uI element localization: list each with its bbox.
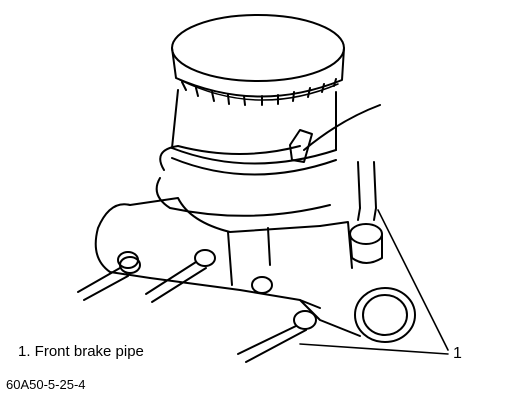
legend-front-brake-pipe: 1. Front brake pipe — [18, 343, 144, 360]
port-fitting-upper — [349, 207, 383, 264]
callout-number: 1 — [453, 345, 462, 362]
reservoir-cap — [171, 14, 345, 106]
reservoir-body — [171, 89, 337, 176]
flare-nuts — [119, 249, 317, 330]
figure-code: 60A50-5-25-4 — [6, 377, 86, 392]
callout-leader-lines — [299, 209, 449, 355]
port-fitting-large — [354, 287, 416, 343]
front-brake-pipes — [77, 161, 377, 363]
cylinder-body — [94, 197, 361, 337]
reservoir-band — [155, 104, 381, 217]
